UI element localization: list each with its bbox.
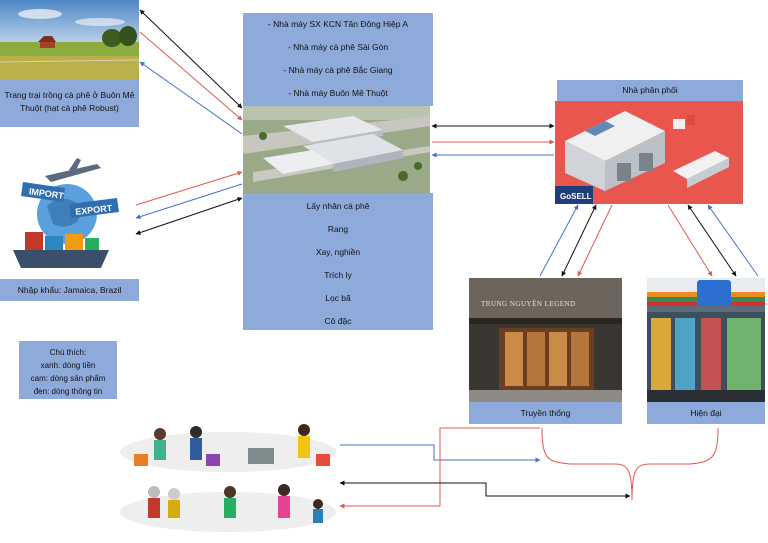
factory-item: - Nhà máy SX KCN Tân Đông Hiệp A (267, 19, 409, 29)
import-caption: Nhập khẩu: Jamaica, Brazil (0, 279, 139, 301)
process-step: Rang (327, 224, 349, 234)
traditional-label: Truyền thống (469, 402, 622, 424)
factory-aerial-photo (243, 106, 430, 193)
export-word: EXPORT (75, 203, 113, 217)
modern-label: Hiện đại (647, 402, 765, 424)
factory-item: - Nhà máy cà phê Bắc Giang (283, 65, 393, 75)
info-arrow (139, 9, 243, 109)
import-word: IMPORT (28, 186, 65, 201)
info-arrow (561, 204, 597, 277)
farm-photo (0, 0, 139, 79)
product-arrow (139, 31, 243, 121)
distributor-label: Nhà phân phối (557, 80, 743, 101)
info-arrow (339, 480, 631, 499)
product-arrow (135, 170, 243, 206)
product-arrow (667, 204, 713, 277)
factory-item: - Nhà máy cà phê Sài Gòn (287, 42, 389, 52)
process-step: Lọc bã (325, 293, 351, 303)
money-arrow (340, 444, 541, 463)
process-steps: Lấy nhân cà phê Rang Xay, nghiền Trích l… (243, 193, 433, 330)
money-arrow (135, 183, 243, 220)
import-export-illustration: IMPORT EXPORT (5, 158, 129, 278)
money-arrow (139, 61, 243, 135)
info-arrow (135, 197, 243, 235)
process-step: Trích ly (324, 270, 352, 280)
product-arrow (577, 204, 613, 277)
process-step: Cô đặc (324, 316, 352, 326)
legend: Chú thích: xanh: dòng tiền cam: dòng sản… (19, 341, 117, 399)
info-arrow (687, 204, 737, 277)
process-step: Lấy nhân cà phê (306, 201, 370, 211)
coffee-shop-photo: TRUNG NGUYÊN LEGEND (469, 278, 622, 402)
legend-info: đen: dòng thông tin (33, 387, 103, 396)
money-arrow (707, 204, 759, 277)
farm-caption: Trang trại trồng cà phê ở Buôn Mê Thuột … (0, 79, 139, 127)
factory-item: - Nhà máy Buôn Mê Thuột (288, 88, 388, 98)
shop-sign: TRUNG NGUYÊN LEGEND (481, 300, 576, 308)
product-arrow (339, 427, 540, 509)
legend-product: cam: dòng sản phẩm (30, 374, 106, 383)
legend-money: xanh: dòng tiền (40, 361, 96, 370)
shoppers-illustration (118, 420, 340, 543)
warehouse-illustration: GoSELL (555, 101, 743, 204)
retail-brace (541, 427, 719, 501)
legend-title: Chú thích: (49, 348, 87, 357)
convenience-store-photo (647, 278, 765, 402)
process-step: Xay, nghiền (315, 247, 361, 257)
gosell-logo: GoSELL (560, 192, 592, 201)
factory-list: - Nhà máy SX KCN Tân Đông Hiệp A - Nhà m… (243, 13, 433, 106)
money-arrow (539, 204, 579, 277)
